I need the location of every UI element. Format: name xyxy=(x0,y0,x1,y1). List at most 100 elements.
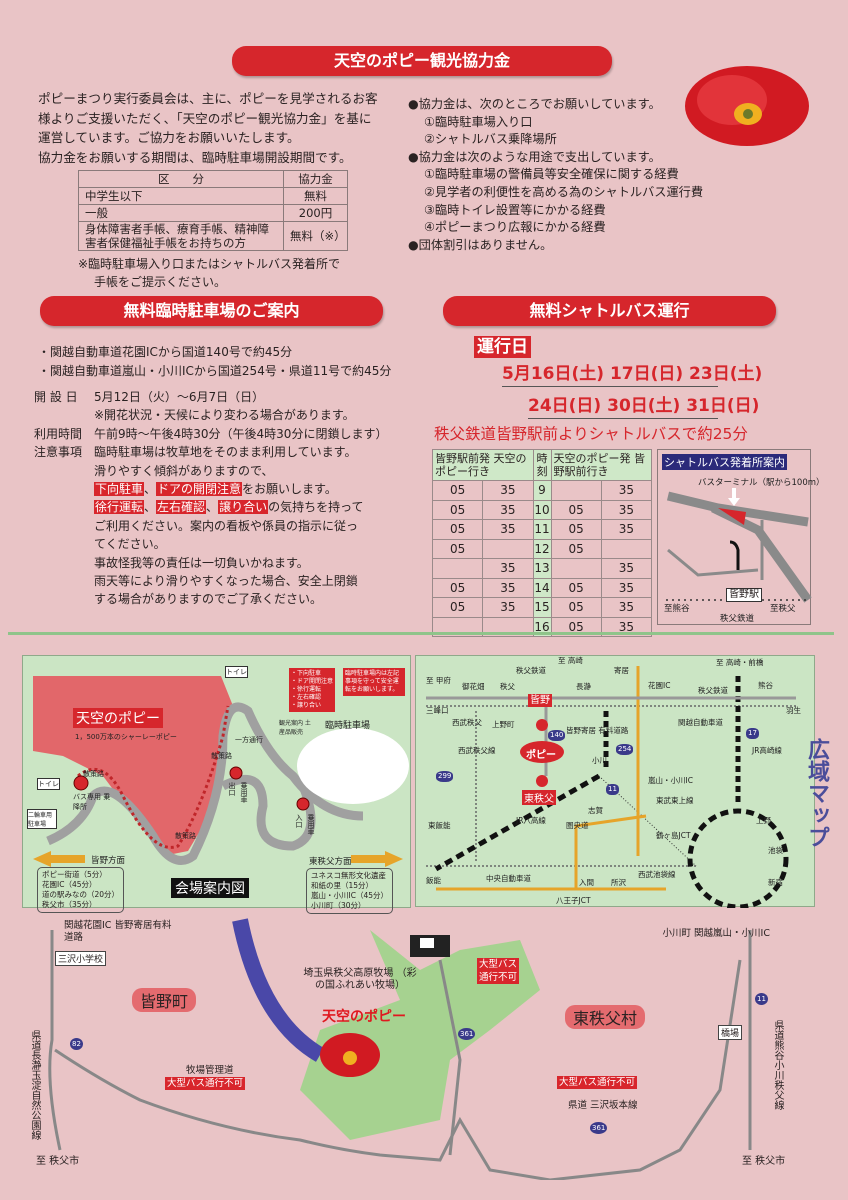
direction-label: 至熊谷 xyxy=(664,604,690,614)
highlight: 左右確認 xyxy=(156,500,207,515)
south-left-direction: 至 秩父市 xyxy=(36,1156,80,1167)
table-header: 区 分 xyxy=(78,170,284,188)
map-place-label: 羽生 xyxy=(786,706,801,715)
minute-cell xyxy=(600,538,653,559)
station-label: 皆野駅 xyxy=(726,588,762,602)
destination: 和紙の里（15分） xyxy=(311,881,374,890)
label: 利用時間 xyxy=(34,426,83,441)
map-place-label: 花園IC xyxy=(648,681,671,690)
map-place-label: 秩父鉄道 xyxy=(516,666,546,675)
bullet: ④ポピーまつり広報にかかる経費 xyxy=(424,220,606,235)
poppy-field-label: 天空のポピー xyxy=(73,708,163,728)
route-line: ・関越自動車道嵐山・小川ICから国道254号・県道11号で約45分 xyxy=(38,364,392,378)
destination: ユネスコ無形文化遺産 xyxy=(311,871,386,880)
path-label: 散策路 xyxy=(83,770,104,778)
map-place-label: 皆野寄居 有料道路 xyxy=(566,726,629,735)
venue-map-title: 会場案内図 xyxy=(171,878,249,898)
map-place-label: 西武秩父線 xyxy=(458,746,496,755)
no-large-bus-label: 大型バス通行不可 xyxy=(165,1077,246,1090)
note: 雨天等により滑りやすくなった場合、安全上閉鎖 xyxy=(94,574,358,589)
minute-cell: 05 xyxy=(431,519,484,540)
map-place-label: 熊谷 xyxy=(758,681,773,690)
west-direction: 皆野方面 xyxy=(91,856,126,866)
map-place-label: 三峰口 xyxy=(426,706,449,715)
route-marker: 11 xyxy=(606,784,619,795)
label: 開 設 日 xyxy=(34,390,78,404)
bullet: ①臨時駐車場の警備員等安全確保に関する経費 xyxy=(424,167,679,182)
minano-town-label: 皆野町 xyxy=(132,988,197,1012)
north-right-direction: 小川町 関越嵐山・小川IC xyxy=(662,928,770,939)
hours: 午前9時～午後4時30分（午後4時30分に閉鎖します） xyxy=(94,426,388,441)
toilet-label: トイレ xyxy=(225,666,248,678)
parking-rules: ・下向駐車・ドア開閉注意・徐行運転・左右確認・譲り合い xyxy=(289,668,336,712)
no-large-bus-label: 大型バス 通行不可 xyxy=(477,958,519,984)
minute-cell: 35 xyxy=(600,558,653,579)
cell: 200円 xyxy=(283,204,348,222)
minute-cell: 05 xyxy=(550,597,602,618)
sep: 、 xyxy=(206,500,219,515)
note: てください。 xyxy=(94,537,166,552)
minute-cell xyxy=(550,558,602,579)
area-map-graphic xyxy=(48,918,752,1180)
bullet: ●団体割引はありません。 xyxy=(408,237,553,252)
minute-cell: 35 xyxy=(482,480,534,501)
hour-cell: 11 xyxy=(532,519,552,540)
bullet: ①臨時駐車場入り口 xyxy=(424,114,533,129)
rule: ・譲り合い xyxy=(291,702,322,709)
route-11-marker: 11 xyxy=(755,993,768,1005)
rule: ・左右確認 xyxy=(291,694,322,701)
map-place-label: 上野町 xyxy=(492,720,515,729)
note-line: 手帳をご提示ください。 xyxy=(94,275,227,289)
minute-cell xyxy=(431,558,484,579)
cell: 無料（※） xyxy=(283,221,348,251)
higashichichibu-village-label: 東秩父村 xyxy=(565,1005,646,1029)
map-place-label: 関越自動車道 xyxy=(678,718,723,727)
bullet: ②見学者の利便性を高める為のシャトルバス運行費 xyxy=(424,184,704,199)
hashiba-label: 橋場 xyxy=(718,1025,743,1040)
open-note: ※開花状況・天候により変わる場合があります。 xyxy=(94,408,355,423)
route-line: ・関越自動車道花園ICから国道140号で約45分 xyxy=(38,345,293,359)
bike-parking-label: 二輪車用 駐車場 xyxy=(27,809,57,829)
route-marker: 254 xyxy=(616,744,634,755)
note: ご利用ください。案内の看板や係員の指示に従っ xyxy=(94,518,359,533)
minute-cell: 05 xyxy=(550,538,602,559)
rule: ・下向駐車 xyxy=(291,670,322,677)
map-place-label: 八王子JCT xyxy=(556,896,591,905)
intro-line: 協力金をお願いする期間は、臨時駐車場開設期間です。 xyxy=(38,149,352,165)
minute-cell: 35 xyxy=(600,597,653,618)
destination: 嵐山・小川IC（45分） xyxy=(311,891,388,900)
hour-cell: 16 xyxy=(532,616,552,637)
hour-cell: 10 xyxy=(532,499,552,520)
north-left-direction: 関越花園IC 皆野寄居有料道路 xyxy=(64,920,172,943)
fee-section-title: 天空のポピー観光協力金 xyxy=(232,46,612,76)
minute-cell: 35 xyxy=(482,577,534,598)
map-place-label: 至 高崎・前橋 xyxy=(716,658,764,667)
bullet: ③臨時トイレ設置等にかかる経費 xyxy=(424,202,606,217)
school-label: 三沢小学校 xyxy=(55,951,107,966)
minute-cell: 35 xyxy=(482,597,534,618)
ranch-road-label: 牧場管理道 xyxy=(186,1065,234,1076)
label: 注意事項 xyxy=(34,445,83,460)
hour-cell: 15 xyxy=(532,597,552,618)
south-right-direction: 至 秩父市 xyxy=(742,1156,786,1167)
higashichichibu-label: 東秩父 xyxy=(522,790,556,805)
map-place-label: 嵐山・小川IC xyxy=(648,776,693,785)
minute-cell: 35 xyxy=(482,499,534,520)
map-place-label: 長瀞 xyxy=(576,682,591,691)
minano-label: 皆野 xyxy=(528,694,552,707)
bullet: ●協力金は次のような用途で支出しています。 xyxy=(408,149,661,164)
destination: 秩父市（35分） xyxy=(42,900,97,909)
route-361-marker: 361 xyxy=(458,1028,476,1040)
highlight: 譲り合い xyxy=(218,500,269,515)
map-place-label: 東武東上線 xyxy=(656,796,694,805)
parking-routes: ・関越自動車道花園ICから国道140号で約45分 ・関越自動車道嵐山・小川ICか… xyxy=(38,343,391,381)
sep: 、 xyxy=(144,482,157,497)
note: 臨時駐車場は牧草地をそのまま利用しています。 xyxy=(94,445,357,460)
east-destinations: ユネスコ無形文化遺産和紙の里（15分）嵐山・小川IC（45分）小川町（30分） xyxy=(306,868,393,914)
